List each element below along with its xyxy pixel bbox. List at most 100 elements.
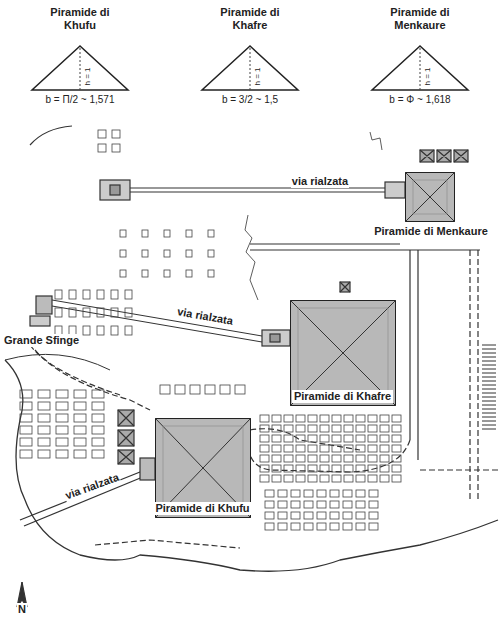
hatch-stroke bbox=[482, 357, 496, 358]
mastaba bbox=[97, 290, 104, 299]
mastaba bbox=[142, 230, 148, 237]
mastaba bbox=[265, 512, 274, 519]
mastaba bbox=[272, 465, 281, 472]
mastaba bbox=[284, 455, 293, 462]
mastaba bbox=[175, 385, 185, 394]
base-label: b = Π/2 ~ 1,571 bbox=[46, 93, 115, 106]
mastaba bbox=[356, 465, 365, 472]
mastaba bbox=[304, 501, 313, 508]
hatch-stroke bbox=[482, 429, 496, 430]
mastaba bbox=[317, 501, 326, 508]
mastaba bbox=[392, 425, 401, 432]
mastaba bbox=[380, 415, 389, 422]
mastaba bbox=[120, 270, 126, 277]
pyramid-title: Piramide di Khafre bbox=[210, 6, 290, 32]
mastaba bbox=[160, 385, 170, 394]
base-label: b = 3/2 ~ 1,5 bbox=[222, 93, 278, 106]
causeway-label: via rialzata bbox=[175, 305, 235, 328]
mastaba bbox=[164, 270, 170, 277]
mastaba bbox=[56, 414, 68, 422]
mastaba bbox=[392, 475, 401, 482]
hatch-stroke bbox=[482, 353, 496, 354]
mastaba bbox=[380, 475, 389, 482]
mastaba bbox=[278, 512, 287, 519]
mastaba bbox=[284, 425, 293, 432]
mastaba bbox=[369, 501, 378, 508]
pyramid-diagonals bbox=[405, 172, 455, 222]
mastaba bbox=[20, 426, 32, 434]
mastaba bbox=[83, 308, 90, 317]
mastaba bbox=[356, 415, 365, 422]
hatch-stroke bbox=[482, 401, 496, 402]
mastaba bbox=[260, 415, 269, 422]
mastaba bbox=[98, 130, 106, 138]
mastaba bbox=[368, 455, 377, 462]
mastaba bbox=[304, 512, 313, 519]
mastaba bbox=[260, 455, 269, 462]
hatch-stroke bbox=[482, 421, 496, 422]
pyramid-square: Piramide di Khufu bbox=[155, 418, 251, 518]
mastaba bbox=[20, 450, 32, 458]
hatch-stroke bbox=[482, 369, 496, 370]
mastaba bbox=[332, 415, 341, 422]
mastaba bbox=[20, 438, 32, 446]
mastaba bbox=[320, 455, 329, 462]
height-label: h = 1 bbox=[253, 67, 262, 85]
mastaba bbox=[38, 414, 50, 422]
mastaba bbox=[208, 250, 214, 257]
mastaba bbox=[344, 445, 353, 452]
mastaba bbox=[55, 290, 62, 299]
mastaba bbox=[74, 438, 86, 446]
mastaba bbox=[83, 290, 90, 299]
mastaba bbox=[220, 385, 230, 394]
mastaba bbox=[112, 144, 120, 152]
diagonal-line bbox=[290, 300, 396, 406]
pyramid-title: Piramide di Khufu bbox=[40, 6, 120, 32]
mastaba bbox=[208, 270, 214, 277]
mastaba bbox=[92, 426, 104, 434]
mastaba bbox=[125, 326, 132, 335]
pyramid-label: Piramide di Khafre bbox=[292, 390, 393, 403]
mastaba bbox=[235, 385, 245, 394]
hatch-stroke bbox=[482, 417, 496, 418]
hatch-stroke bbox=[482, 361, 496, 362]
mastaba bbox=[320, 425, 329, 432]
mastaba bbox=[330, 490, 339, 497]
mastaba bbox=[111, 326, 118, 335]
north-label: N bbox=[17, 603, 27, 616]
hatch-stroke bbox=[482, 413, 496, 414]
mastaba bbox=[332, 475, 341, 482]
mastaba bbox=[56, 438, 68, 446]
mastaba bbox=[92, 390, 104, 398]
mastaba bbox=[356, 425, 365, 432]
hatch-stroke bbox=[482, 409, 496, 410]
mastaba bbox=[368, 425, 377, 432]
mastaba bbox=[291, 512, 300, 519]
mastaba bbox=[317, 523, 326, 530]
hatch-stroke bbox=[482, 381, 496, 382]
height-label: h = 1 bbox=[423, 67, 432, 85]
mastaba bbox=[20, 390, 32, 398]
mastaba bbox=[260, 465, 269, 472]
mastaba bbox=[272, 425, 281, 432]
mastaba bbox=[320, 415, 329, 422]
mastaba bbox=[291, 490, 300, 497]
hatch-stroke bbox=[482, 349, 496, 350]
mastaba bbox=[392, 415, 401, 422]
mastaba bbox=[343, 501, 352, 508]
hatch-stroke bbox=[482, 345, 496, 346]
mastaba bbox=[142, 270, 148, 277]
height-line bbox=[420, 48, 421, 90]
mastaba bbox=[356, 475, 365, 482]
mastaba bbox=[317, 490, 326, 497]
mastaba bbox=[296, 425, 305, 432]
mastaba bbox=[260, 425, 269, 432]
mastaba bbox=[56, 426, 68, 434]
mastaba bbox=[265, 501, 274, 508]
mastaba bbox=[142, 250, 148, 257]
triangle-figure: Piramide di Menkaureh = 1b = Φ ~ 1,618 bbox=[350, 4, 490, 112]
mastaba bbox=[343, 490, 352, 497]
mastaba bbox=[343, 523, 352, 530]
mastaba bbox=[272, 475, 281, 482]
